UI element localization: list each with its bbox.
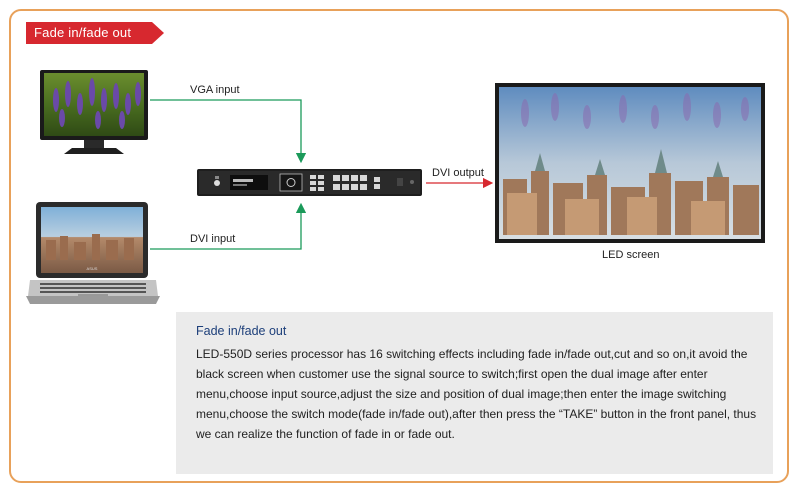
- content-frame: [9, 9, 789, 483]
- dvi-input-arrow: [150, 202, 307, 250]
- description-title: Fade in/fade out: [196, 324, 287, 338]
- monitor-image: [40, 70, 148, 154]
- video-processor-device: [197, 169, 422, 196]
- dvi-input-label: DVI input: [190, 233, 236, 245]
- page-title: Fade in/fade out: [34, 25, 132, 40]
- dvi-output-label: DVI output: [432, 167, 484, 179]
- laptop-image: ASUS: [26, 202, 160, 304]
- title-tag-shape: [26, 22, 164, 44]
- description-body: LED-550D series processor has 16 switchi…: [196, 347, 757, 441]
- vga-input-label: VGA input: [190, 84, 240, 96]
- led-screen-image: [495, 83, 765, 243]
- title-tag: Fade in/fade out: [26, 22, 164, 44]
- led-screen-label: LED screen: [602, 249, 660, 261]
- vga-input-arrow: [150, 99, 307, 164]
- laptop-brand-text: ASUS: [87, 266, 98, 271]
- description-panel: Fade in/fade out LED-550D series process…: [176, 312, 773, 474]
